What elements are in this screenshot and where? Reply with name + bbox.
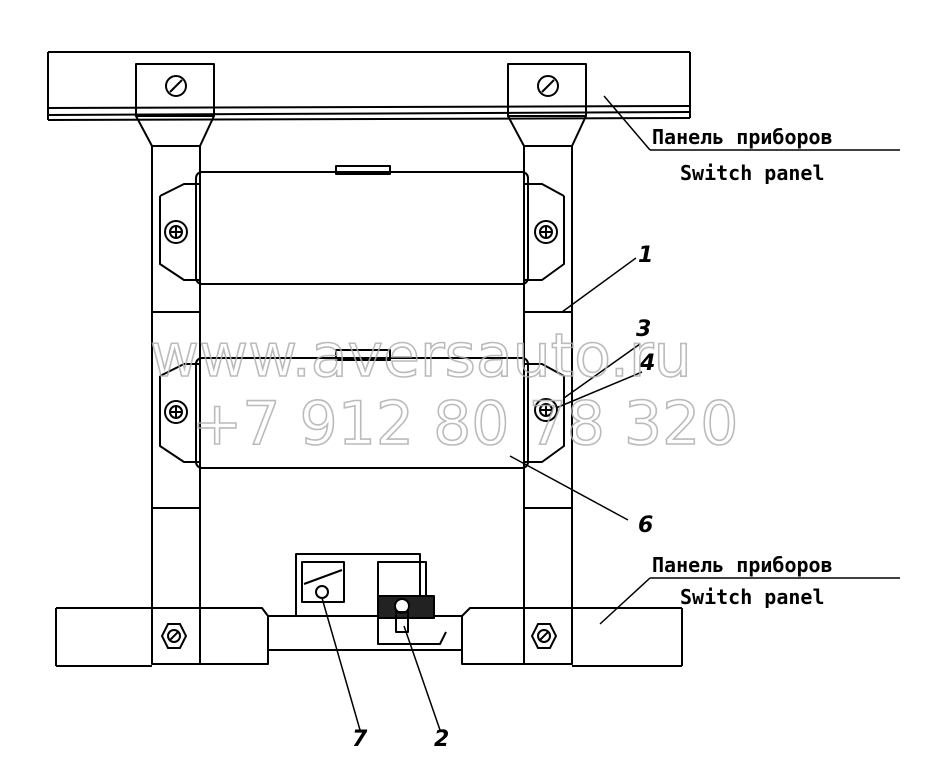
nut-icon xyxy=(530,623,558,649)
nut-icon xyxy=(160,623,188,649)
upper-switch-block xyxy=(195,165,529,285)
leader-line xyxy=(321,597,361,731)
callout-3: 3 xyxy=(636,317,651,342)
screw-slot-icon xyxy=(165,75,187,97)
leader-line xyxy=(555,371,643,409)
watermark-site: www.aversauto.ru xyxy=(150,321,692,391)
watermark-phone: +7 912 80 78 320 xyxy=(192,389,738,459)
left-bracket xyxy=(135,63,215,665)
screw-cross-icon xyxy=(164,220,188,244)
screw-cross-icon xyxy=(164,400,188,424)
top-panel-label-en: Switch panel xyxy=(680,161,825,185)
lower-switch-block xyxy=(195,349,529,469)
clip-2 xyxy=(377,561,447,645)
top-panel-rail xyxy=(47,51,691,121)
bottom-panel-label-ru: Панель приборов xyxy=(652,553,833,577)
screw-slot-icon xyxy=(537,75,559,97)
leader-line xyxy=(561,257,637,313)
leader-line xyxy=(403,625,441,731)
leader-line xyxy=(603,95,651,151)
callout-6: 6 xyxy=(638,513,653,538)
leader-line xyxy=(599,577,651,625)
screw-cross-icon xyxy=(534,398,558,422)
callout-4: 4 xyxy=(639,351,655,376)
top-panel-label-ru: Панель приборов xyxy=(652,125,833,149)
leader-line xyxy=(509,455,629,521)
callout-2: 2 xyxy=(434,727,449,752)
bottom-panel-label-en: Switch panel xyxy=(680,585,825,609)
leader-line xyxy=(563,343,641,399)
callout-7: 7 xyxy=(352,727,368,752)
callout-1: 1 xyxy=(638,243,653,268)
screw-cross-icon xyxy=(534,220,558,244)
